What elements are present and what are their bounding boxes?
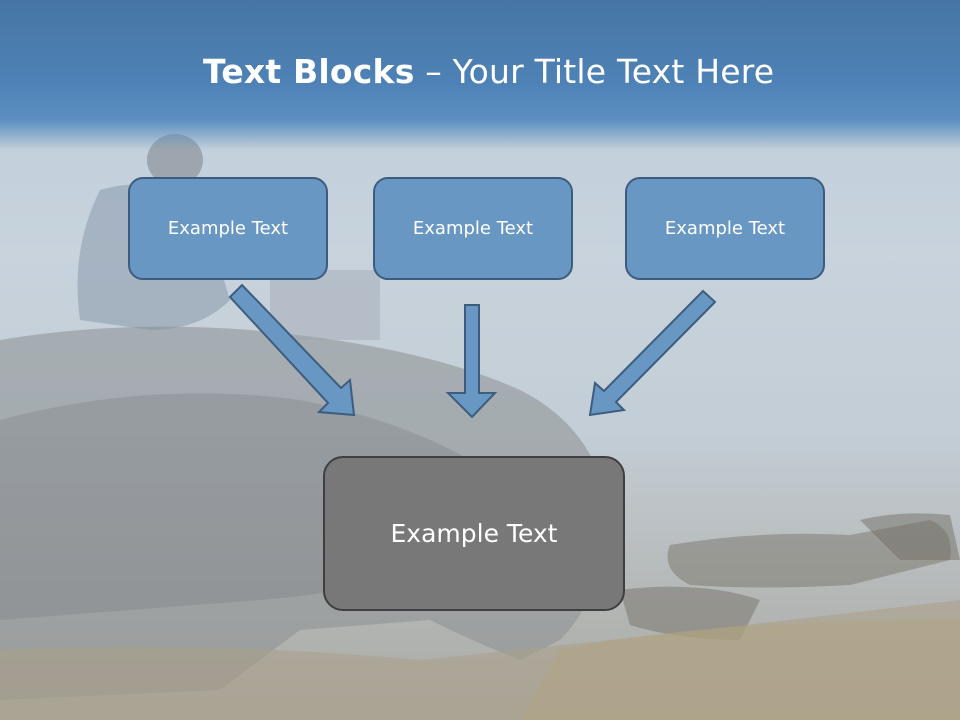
title-band (0, 0, 960, 150)
text-block-bottom[interactable]: Example Text (323, 456, 625, 611)
text-block-bottom-label: Example Text (390, 519, 558, 548)
text-block-center-label: Example Text (412, 218, 534, 239)
text-block-left[interactable]: Example Text (128, 177, 328, 280)
title-bold: Text Blocks (203, 52, 415, 91)
text-block-left-label: Example Text (167, 218, 289, 239)
text-block-center[interactable]: Example Text (373, 177, 573, 280)
slide-title: Text Blocks – Your Title Text Here (203, 52, 903, 91)
title-rest: – Your Title Text Here (414, 52, 775, 91)
text-block-right-label: Example Text (664, 218, 786, 239)
text-block-right[interactable]: Example Text (625, 177, 825, 280)
